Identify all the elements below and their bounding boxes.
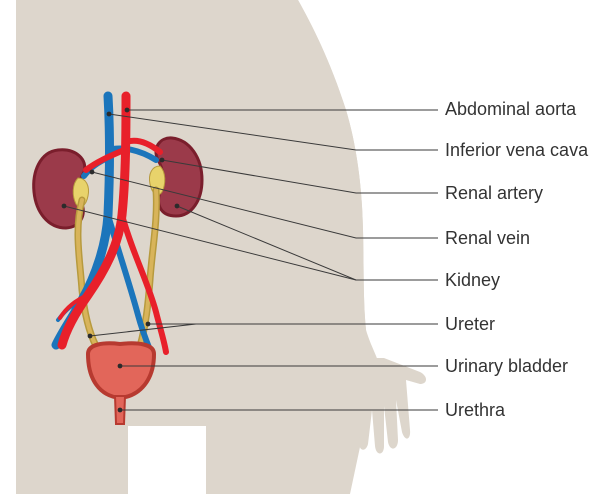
dot-ureter-right — [146, 322, 151, 327]
label-urinary-bladder: Urinary bladder — [445, 357, 568, 375]
label-urethra: Urethra — [445, 401, 505, 419]
dot-kidney-right — [175, 204, 180, 209]
dot-inferior-vena-cava — [107, 112, 112, 117]
label-renal-vein: Renal vein — [445, 229, 530, 247]
label-renal-artery: Renal artery — [445, 184, 543, 202]
label-abdominal-aorta: Abdominal aorta — [445, 100, 576, 118]
dot-kidney-left — [62, 204, 67, 209]
dot-renal-artery — [160, 158, 165, 163]
leg-gap — [128, 426, 206, 494]
label-ureter: Ureter — [445, 315, 495, 333]
dot-urethra — [118, 408, 123, 413]
label-inferior-vena-cava: Inferior vena cava — [445, 141, 588, 159]
dot-renal-vein — [90, 170, 95, 175]
label-kidney: Kidney — [445, 271, 500, 289]
dot-urinary-bladder — [118, 364, 123, 369]
dot-ureter-left — [88, 334, 93, 339]
dot-abdominal-aorta — [125, 108, 130, 113]
